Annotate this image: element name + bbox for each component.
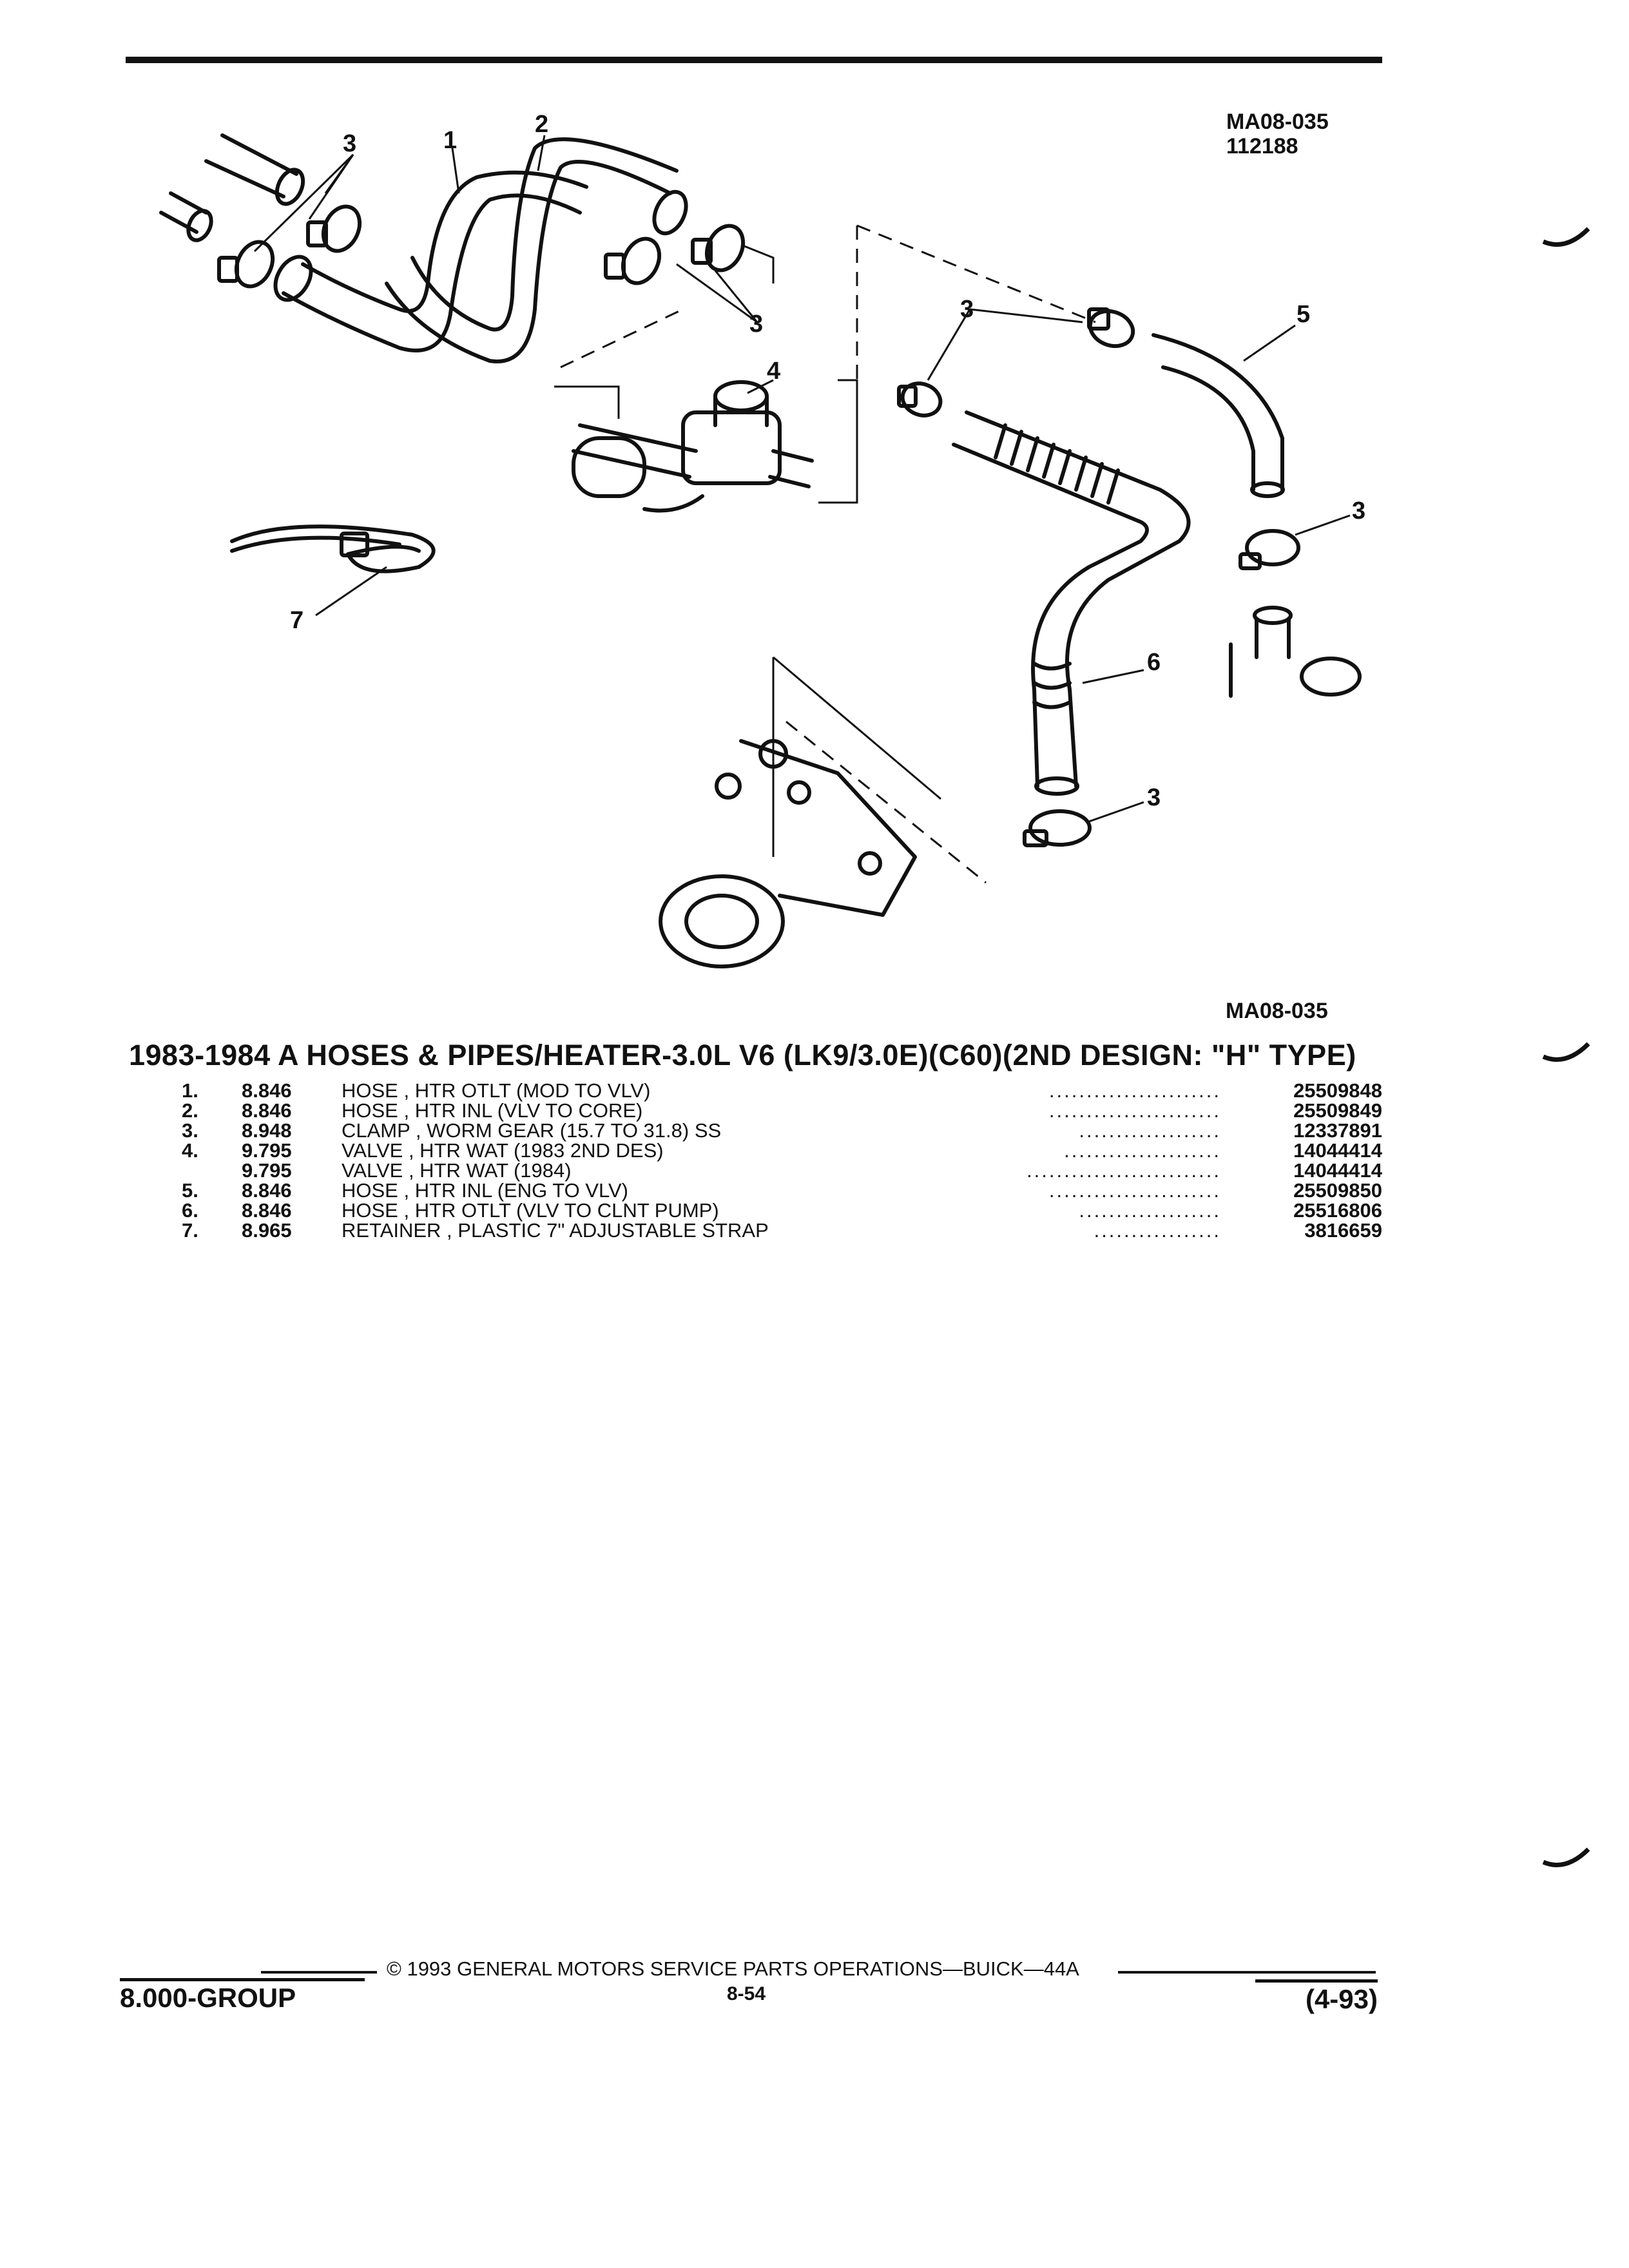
part-row: 9.795 VALVE , HTR WAT (1984) 14044414.....… — [129, 1160, 1382, 1180]
part-number: 25516806 — [1293, 1199, 1382, 1222]
pipe-stubs — [159, 133, 305, 242]
part-row: 2. 8.846 HOSE , HTR INL (VLV TO CORE) 25509… — [129, 1100, 1382, 1120]
part-row: 7. 8.965 RETAINER , PLASTIC 7" ADJUSTABLE … — [129, 1220, 1382, 1240]
part-number-index: 2. — [182, 1099, 198, 1122]
part-group: 9.795 — [242, 1159, 292, 1182]
part-number-index: 6. — [182, 1199, 198, 1222]
parts-list: 1. 8.846 HOSE , HTR OTLT (MOD TO VLV) 25509… — [129, 1081, 1382, 1240]
diagram-code-bottom: MA08-035 — [1226, 999, 1328, 1023]
retainer-strap — [230, 524, 436, 573]
part-row: 1. 8.846 HOSE , HTR OTLT (MOD TO VLV) 25509… — [129, 1081, 1382, 1100]
footer-rule-left — [261, 1971, 377, 1974]
clamp-group — [217, 204, 1300, 847]
part-group: 8.846 — [242, 1179, 292, 1202]
margin-mark — [1542, 1847, 1590, 1867]
part-number-index: 4. — [182, 1139, 198, 1162]
hose-6 — [952, 410, 1191, 796]
part-number: 14044414 — [1293, 1159, 1382, 1182]
footer-page-number: 8-54 — [727, 1983, 766, 2004]
margin-mark — [1542, 1042, 1590, 1062]
part-description: HOSE , HTR OTLT (MOD TO VLV) — [342, 1079, 651, 1102]
hose-5 — [1152, 333, 1285, 498]
diagram-code-top: MA08-035 — [1226, 110, 1329, 134]
leader-dots: .......................... — [1027, 1159, 1221, 1182]
callout-6: 6 — [1147, 649, 1161, 676]
part-number: 12337891 — [1293, 1119, 1382, 1142]
part-number: 14044414 — [1293, 1139, 1382, 1162]
part-group: 8.846 — [242, 1079, 292, 1102]
hose-1 — [273, 170, 588, 352]
part-row: 5. 8.846 HOSE , HTR INL (ENG TO VLV) 255098… — [129, 1180, 1382, 1200]
callout-1: 1 — [443, 127, 457, 154]
water-pump — [659, 739, 917, 968]
callout-3e: 3 — [1147, 784, 1161, 811]
callout-5: 5 — [1296, 301, 1310, 328]
callout-7: 7 — [290, 607, 304, 634]
footer-copyright: © 1993 GENERAL MOTORS SERVICE PARTS OPER… — [387, 1957, 1079, 1980]
footer-rule-right — [1118, 1971, 1376, 1974]
part-number-index: 5. — [182, 1179, 198, 1202]
part-number: 25509849 — [1293, 1099, 1382, 1122]
callout-3a: 3 — [343, 130, 356, 157]
footer-revision: (4-93) — [1255, 1979, 1378, 2015]
top-rule — [126, 57, 1382, 63]
leader-dots: ....................... — [1048, 1179, 1221, 1202]
leader-dots: ....................... — [1048, 1099, 1221, 1122]
part-number: 25509850 — [1293, 1179, 1382, 1202]
leader-dots: ..................... — [1064, 1139, 1221, 1162]
part-number: 25509848 — [1293, 1079, 1382, 1102]
part-group: 8.846 — [242, 1099, 292, 1122]
diagram-code-block: MA08-035 112188 — [1226, 110, 1329, 159]
footer-group: 8.000-GROUP — [120, 1978, 365, 2013]
part-description: VALVE , HTR WAT (1983 2ND DES) — [342, 1139, 664, 1162]
part-description: CLAMP , WORM GEAR (15.7 TO 31.8) SS — [342, 1119, 722, 1142]
part-number: 3816659 — [1304, 1219, 1382, 1242]
diagram-date-code: 112188 — [1226, 134, 1298, 159]
callout-4: 4 — [767, 358, 780, 385]
part-row: 6. 8.846 HOSE , HTR OTLT (VLV TO CLNT PUMP… — [129, 1200, 1382, 1220]
part-number-index: 7. — [182, 1219, 198, 1242]
leader-dots: ................... — [1079, 1119, 1221, 1142]
part-group: 8.846 — [242, 1199, 292, 1222]
part-row: 4. 9.795 VALVE , HTR WAT (1983 2ND DES) 140… — [129, 1140, 1382, 1160]
part-description: VALVE , HTR WAT (1984) — [342, 1159, 572, 1182]
part-description: HOSE , HTR INL (VLV TO CORE) — [342, 1099, 643, 1122]
hose-2 — [385, 137, 688, 363]
margin-mark — [1542, 227, 1590, 247]
part-row: 3. 8.948 CLAMP , WORM GEAR (15.7 TO 31.8) … — [129, 1120, 1382, 1140]
parts-diagram: 3 1 2 3 3 5 4 3 6 3 7 — [159, 111, 1365, 968]
part-description: RETAINER , PLASTIC 7" ADJUSTABLE STRAP — [342, 1219, 769, 1242]
callout-3b: 3 — [749, 311, 763, 338]
part-group: 9.795 — [242, 1139, 292, 1162]
leader-dots: ................. — [1094, 1219, 1221, 1242]
engine-fitting — [1229, 606, 1362, 698]
callout-2: 2 — [535, 111, 548, 138]
part-description: HOSE , HTR OTLT (VLV TO CLNT PUMP) — [342, 1199, 719, 1222]
part-number-index: 3. — [182, 1119, 198, 1142]
heater-valve — [572, 380, 814, 513]
section-title: 1983-1984 A HOSES & PIPES/HEATER-3.0L V6… — [129, 1039, 1356, 1072]
part-group: 8.965 — [242, 1219, 292, 1242]
part-number-index: 1. — [182, 1079, 198, 1102]
leader-dots: ................... — [1079, 1199, 1221, 1222]
part-group: 8.948 — [242, 1119, 292, 1142]
callout-3c: 3 — [960, 296, 974, 323]
part-description: HOSE , HTR INL (ENG TO VLV) — [342, 1179, 628, 1202]
leader-dots: ....................... — [1048, 1079, 1221, 1102]
callout-3d: 3 — [1352, 497, 1365, 524]
